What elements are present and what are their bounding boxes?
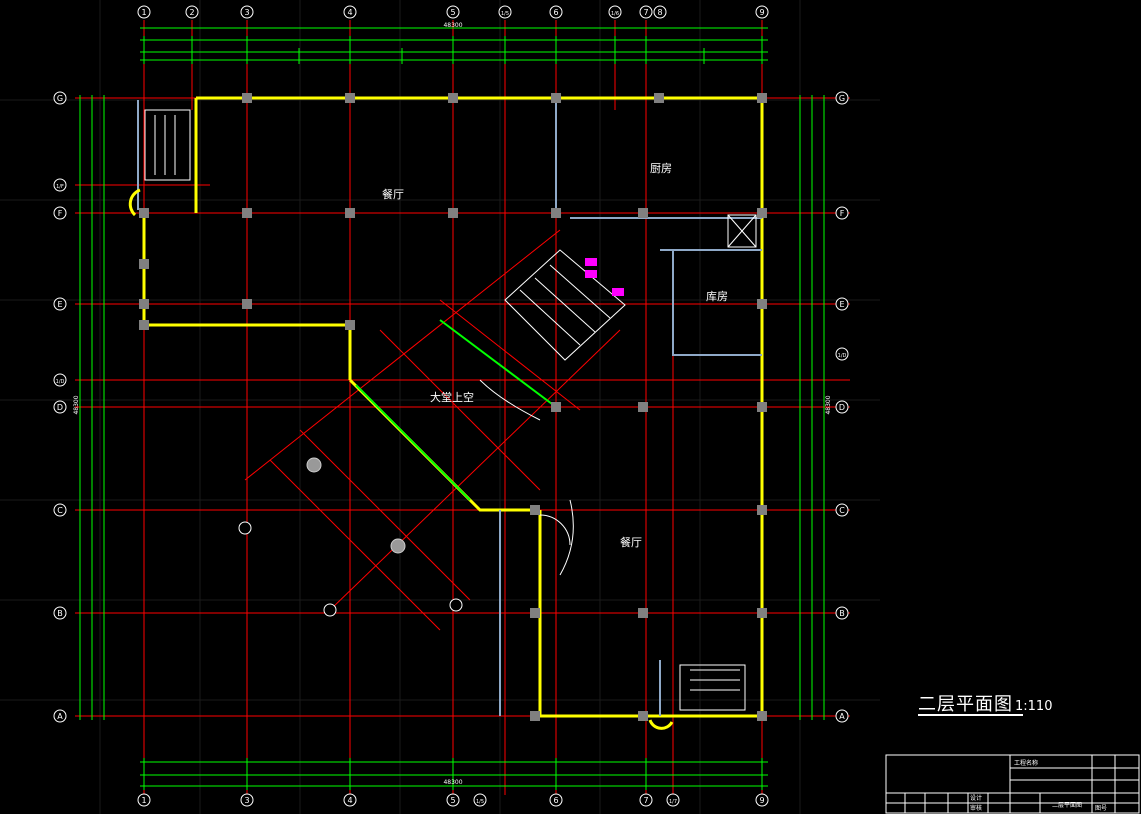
axis-labels-right: G F E 1/D D C B A xyxy=(838,94,847,721)
dimension-lines-left xyxy=(79,95,105,720)
axis-top-2: 2 xyxy=(189,8,194,17)
drawing-title: 二层平面图 1:110 xyxy=(918,690,1052,716)
round-columns xyxy=(306,457,406,554)
diagonal-grid xyxy=(244,229,621,631)
axis-labels-bottom: 1 3 4 5 1/5 6 7 1/7 9 xyxy=(141,796,764,805)
axis-left-g: G xyxy=(57,94,63,103)
axis-right-g: G xyxy=(839,94,845,103)
axis-bottom-1-5: 1/5 xyxy=(476,799,484,805)
axis-right-a: A xyxy=(839,712,845,721)
axis-right-c: C xyxy=(839,506,845,515)
tb-sheet: 图号 xyxy=(1095,805,1107,812)
axis-right-f: F xyxy=(840,209,845,218)
axis-bottom-1: 1 xyxy=(141,796,146,805)
axis-grid-horizontal xyxy=(75,97,850,717)
axis-bubbles xyxy=(53,5,849,807)
door-swings xyxy=(479,379,574,576)
overall-dim-right: 48300 xyxy=(825,395,832,414)
axis-top-4: 4 xyxy=(347,8,352,17)
overall-dim-top: 48300 xyxy=(443,22,462,29)
axis-top-1-6: 1/6 xyxy=(611,11,619,17)
tb-project-name: 工程名称 xyxy=(1014,759,1038,767)
title-block-grid xyxy=(885,754,1140,814)
axis-bottom-1-7: 1/7 xyxy=(669,799,677,805)
axis-top-1: 1 xyxy=(141,8,146,17)
drawing-title-main: 二层平面图 xyxy=(918,694,1013,715)
axis-right-e: E xyxy=(839,300,844,309)
tb-drawing-name: 二层平面图 xyxy=(1052,802,1082,809)
axis-right-b: B xyxy=(839,609,845,618)
axis-right-d: D xyxy=(839,403,845,412)
axis-right-1d: 1/D xyxy=(838,353,847,359)
overall-dim-left: 48300 xyxy=(73,395,80,414)
axis-top-9: 9 xyxy=(759,8,764,17)
dimension-ticks xyxy=(143,36,763,790)
stair-core xyxy=(144,109,757,711)
room-restaurant-top: 餐厅 xyxy=(382,187,404,201)
columns xyxy=(139,93,767,721)
title-block-text: 工程名称 二层平面图 设计 审核 图号 xyxy=(970,759,1107,812)
axis-top-7: 7 xyxy=(643,8,648,17)
overall-dim-bottom: 48300 xyxy=(443,779,462,786)
axis-bottom-5: 5 xyxy=(450,796,455,805)
axis-top-1-5: 1/5 xyxy=(501,11,509,17)
curved-balconies xyxy=(128,188,674,730)
magenta-markers xyxy=(585,258,624,296)
room-kitchen: 厨房 xyxy=(650,162,672,175)
room-restaurant-bottom: 餐厅 xyxy=(620,535,642,549)
room-storage: 库房 xyxy=(706,290,728,303)
axis-top-3: 3 xyxy=(244,8,249,17)
axis-left-e: E xyxy=(57,300,62,309)
axis-bottom-3: 3 xyxy=(244,796,249,805)
axis-left-c: C xyxy=(57,506,63,515)
axis-bottom-7: 7 xyxy=(643,796,648,805)
axis-top-6: 6 xyxy=(553,8,558,17)
axis-bottom-4: 4 xyxy=(347,796,352,805)
axis-top-8: 8 xyxy=(657,8,662,17)
room-atrium: 大堂上空 xyxy=(430,390,474,404)
axis-labels-top: 1 2 3 4 5 1/5 6 1/6 7 8 9 xyxy=(141,8,764,17)
dimension-lines-right xyxy=(799,95,825,720)
axis-bottom-6: 6 xyxy=(553,796,558,805)
axis-left-a: A xyxy=(57,712,63,721)
drawing-title-underline xyxy=(918,714,1023,716)
drawing-scale: 1:110 xyxy=(1015,699,1053,714)
axis-bottom-9: 9 xyxy=(759,796,764,805)
axis-left-1d: 1/D xyxy=(56,379,65,385)
axis-left-b: B xyxy=(57,609,63,618)
overall-dimensions: 48300 48300 48300 48300 xyxy=(73,22,832,786)
tb-check: 审核 xyxy=(970,804,982,812)
tb-design: 设计 xyxy=(970,794,982,802)
axis-left-1f: 1/F xyxy=(56,184,64,190)
axis-top-5: 5 xyxy=(450,8,455,17)
axis-left-f: F xyxy=(58,209,63,218)
room-labels: 餐厅 厨房 库房 大堂上空 餐厅 xyxy=(382,162,728,549)
axis-left-d: D xyxy=(57,403,63,412)
atrium-glass-wall xyxy=(355,319,561,501)
dimension-lines-bottom xyxy=(140,761,768,787)
axis-labels-left: G 1/F F E 1/D D C B A xyxy=(56,94,65,721)
dimension-lines-top xyxy=(140,27,768,61)
